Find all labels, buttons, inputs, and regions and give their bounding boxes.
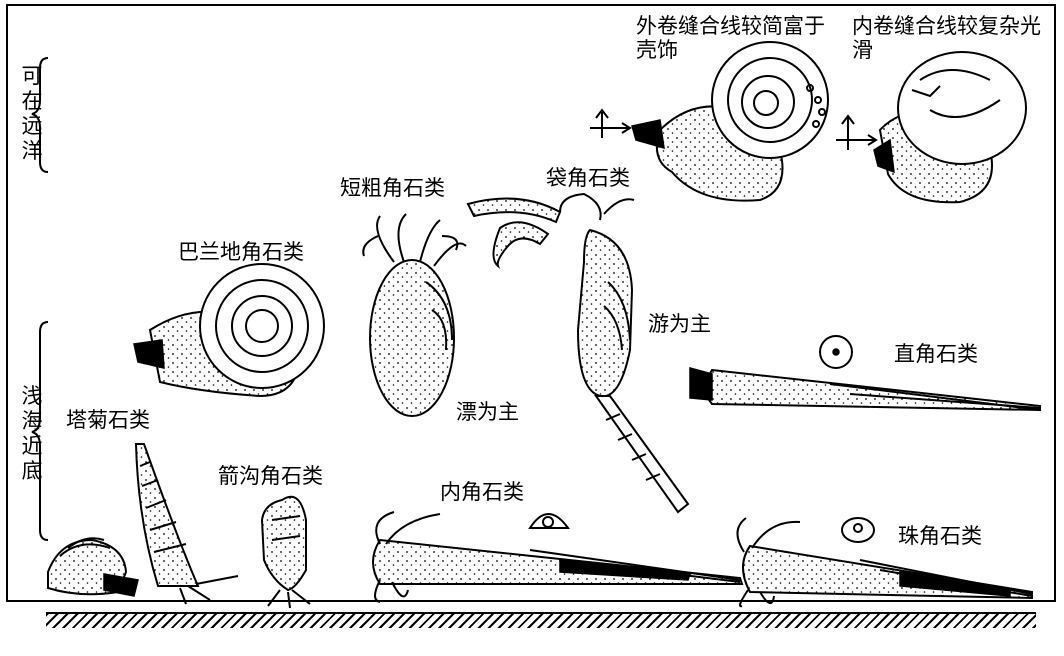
near-bottom-zone-label: 浅海近底 [21,384,43,483]
ceratites-inner-label: 内卷缝合线较复杂光滑 [852,14,1041,62]
arrow-groove-figure [260,495,311,609]
arrow-groove-label: 箭沟角石类 [218,464,323,488]
ammonoid-inner-coiled-figure [836,51,1027,204]
open-ocean-zone-label: 可在远洋 [21,64,43,163]
near-bottom-brace [31,321,49,541]
orthocerid-straight-figure [689,335,1041,412]
open-ocean-brace [31,57,49,173]
short-thick-drifting-figure [362,213,467,417]
endocerid-figure [372,511,744,603]
short-thick-label: 短粗角石类 [340,176,445,200]
orthocerids-label: 直角石类 [894,342,978,366]
turrilitid-figure [47,443,239,605]
bag-label: 袋角石类 [546,166,630,190]
bag-swimming-figure [466,192,690,514]
actinocerid-figure [736,517,1033,608]
ceratites-outer-label: 外卷缝合线较简富于壳饰 [636,14,825,62]
bactritid-coiled-figure [133,263,325,398]
swim-main-label: 游为主 [648,312,711,336]
turrilites-label: 塔菊石类 [66,408,150,432]
actinocerids-label: 珠角石类 [898,524,982,548]
ammonoid-outer-coiled-figure [590,41,829,202]
endocerids-label: 内角石类 [440,480,524,504]
diagram-frame [6,4,1056,602]
drift-main-label: 漂为主 [456,400,519,424]
seafloor-ground [46,612,1036,628]
bactrites-label: 巴兰地角石类 [178,240,304,264]
